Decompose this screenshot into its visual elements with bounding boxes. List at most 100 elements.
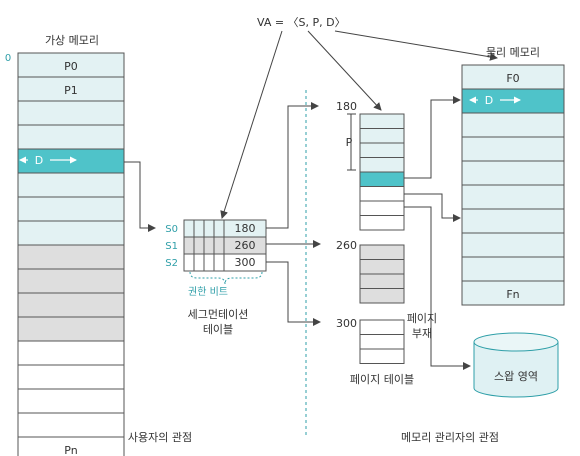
permission-bits-label: 권한 비트	[188, 286, 228, 298]
permission-bit-cell	[203, 219, 215, 238]
physical-frame-last-label: Fn	[506, 288, 519, 301]
virtual-memory-page	[17, 172, 125, 198]
page-table-entry	[359, 142, 405, 158]
page-table-entry	[359, 113, 405, 129]
page-table-2	[359, 244, 405, 304]
page-table-entry	[359, 259, 405, 275]
virtual-memory-page-label: P0	[64, 60, 78, 73]
page-table-base-300: 300	[336, 317, 357, 330]
virtual-memory-page	[17, 244, 125, 270]
page-table-entry	[359, 244, 405, 260]
virtual-memory-page	[17, 100, 125, 126]
segment-base-value: 180	[235, 222, 256, 235]
physical-frame-first-label: F0	[506, 72, 519, 85]
segment-base-value: 300	[235, 256, 256, 269]
page-table-entry	[359, 200, 405, 216]
user-view-label: 사용자의 관점	[128, 431, 192, 444]
permission-bit-cell	[183, 253, 195, 272]
virtual-memory-page	[17, 268, 125, 294]
segment-to-page-arrows	[266, 102, 321, 326]
segment-base-value: 260	[235, 239, 256, 252]
permission-bit-cell	[203, 236, 215, 255]
p-offset-label: P	[346, 136, 353, 149]
permission-bit-cell	[183, 236, 195, 255]
page-table-entry	[359, 171, 405, 187]
page-table-base-260: 260	[336, 239, 357, 252]
physical-frame	[461, 208, 565, 234]
virtual-memory-page	[17, 292, 125, 318]
physical-frame	[461, 232, 565, 258]
virtual-memory-page	[17, 52, 125, 78]
page-table-base-180: 180	[336, 100, 357, 113]
page-table-entry	[359, 348, 405, 364]
segment-table-caption-line1: 세그먼테이션	[188, 308, 249, 321]
segment-table-caption-line2: 테이블	[203, 323, 233, 336]
pm-offset-arrow: D	[469, 94, 521, 107]
page-table-entry	[359, 288, 405, 304]
permission-bit-cell	[203, 253, 215, 272]
virtual-memory-page	[17, 340, 125, 366]
virtual-memory-page	[17, 316, 125, 342]
vm-to-segment-arrow	[124, 161, 156, 232]
manager-view-label: 메모리 관리자의 관점	[401, 431, 499, 444]
virtual-memory-page	[17, 220, 125, 246]
vm-offset-label: D	[35, 154, 43, 167]
page-table-entry	[359, 186, 405, 202]
page-to-frame-arrows	[404, 96, 471, 370]
page-table-caption: 페이지 테이블	[350, 373, 414, 386]
page-fault-line1: 페이지	[407, 312, 437, 325]
va-arrows	[220, 30, 498, 219]
page-table-entry	[359, 319, 405, 335]
page-fault-line2: 부재	[412, 327, 432, 340]
virtual-memory-page	[17, 76, 125, 102]
segment-row-label: S2	[165, 258, 178, 269]
swap-area: 스왑 영역	[473, 332, 559, 398]
virtual-memory-page-label: Pn	[64, 444, 77, 456]
segment-table: 180 S0 260 S1 300 S2 권한 비트 세그먼테이션 테이블	[165, 219, 267, 336]
physical-frame	[461, 88, 565, 114]
pm-offset-label: D	[485, 94, 493, 107]
p-offset-bracket	[347, 113, 356, 171]
virtual-memory-title: 가상 메모리	[45, 34, 99, 47]
permission-bit-cell	[213, 219, 225, 238]
permission-bit-cell	[213, 236, 225, 255]
virtual-memory-page	[17, 124, 125, 150]
permission-bit-cell	[183, 219, 195, 238]
virtual-memory-page	[17, 364, 125, 390]
segment-table-rows: 180 S0 260 S1 300 S2	[165, 219, 267, 272]
swap-area-label: 스왑 영역	[494, 370, 538, 383]
page-table-entry	[359, 128, 405, 144]
page-table-3	[359, 319, 405, 364]
physical-memory-title: 물리 메모리	[486, 46, 540, 59]
physical-frame	[461, 64, 565, 90]
vm-offset-arrow: D	[19, 154, 77, 167]
page-table-entry	[359, 157, 405, 173]
permission-bits-brace	[189, 271, 263, 285]
permission-bit-cell	[193, 236, 205, 255]
physical-frame	[461, 280, 565, 306]
page-table-entry	[359, 334, 405, 350]
virtual-memory-page	[17, 196, 125, 222]
physical-frame	[461, 160, 565, 186]
physical-frame	[461, 256, 565, 282]
page-fault-arrow	[404, 206, 471, 370]
segment-row-label: S0	[165, 224, 178, 235]
permission-bit-cell	[193, 219, 205, 238]
virtual-memory-page	[17, 436, 125, 456]
virtual-memory-page	[17, 412, 125, 438]
permission-bit-cell	[193, 253, 205, 272]
segment-row-label: S1	[165, 241, 178, 252]
permission-bit-cell	[213, 253, 225, 272]
page-table-entry	[359, 215, 405, 231]
virtual-memory-page-label: P1	[64, 84, 78, 97]
virtual-memory-origin: 0	[5, 53, 11, 64]
page-table-1	[359, 113, 405, 231]
physical-frame	[461, 112, 565, 138]
physical-frame	[461, 184, 565, 210]
page-tables: 180 260 300 P 페이지 테이블	[336, 100, 414, 386]
